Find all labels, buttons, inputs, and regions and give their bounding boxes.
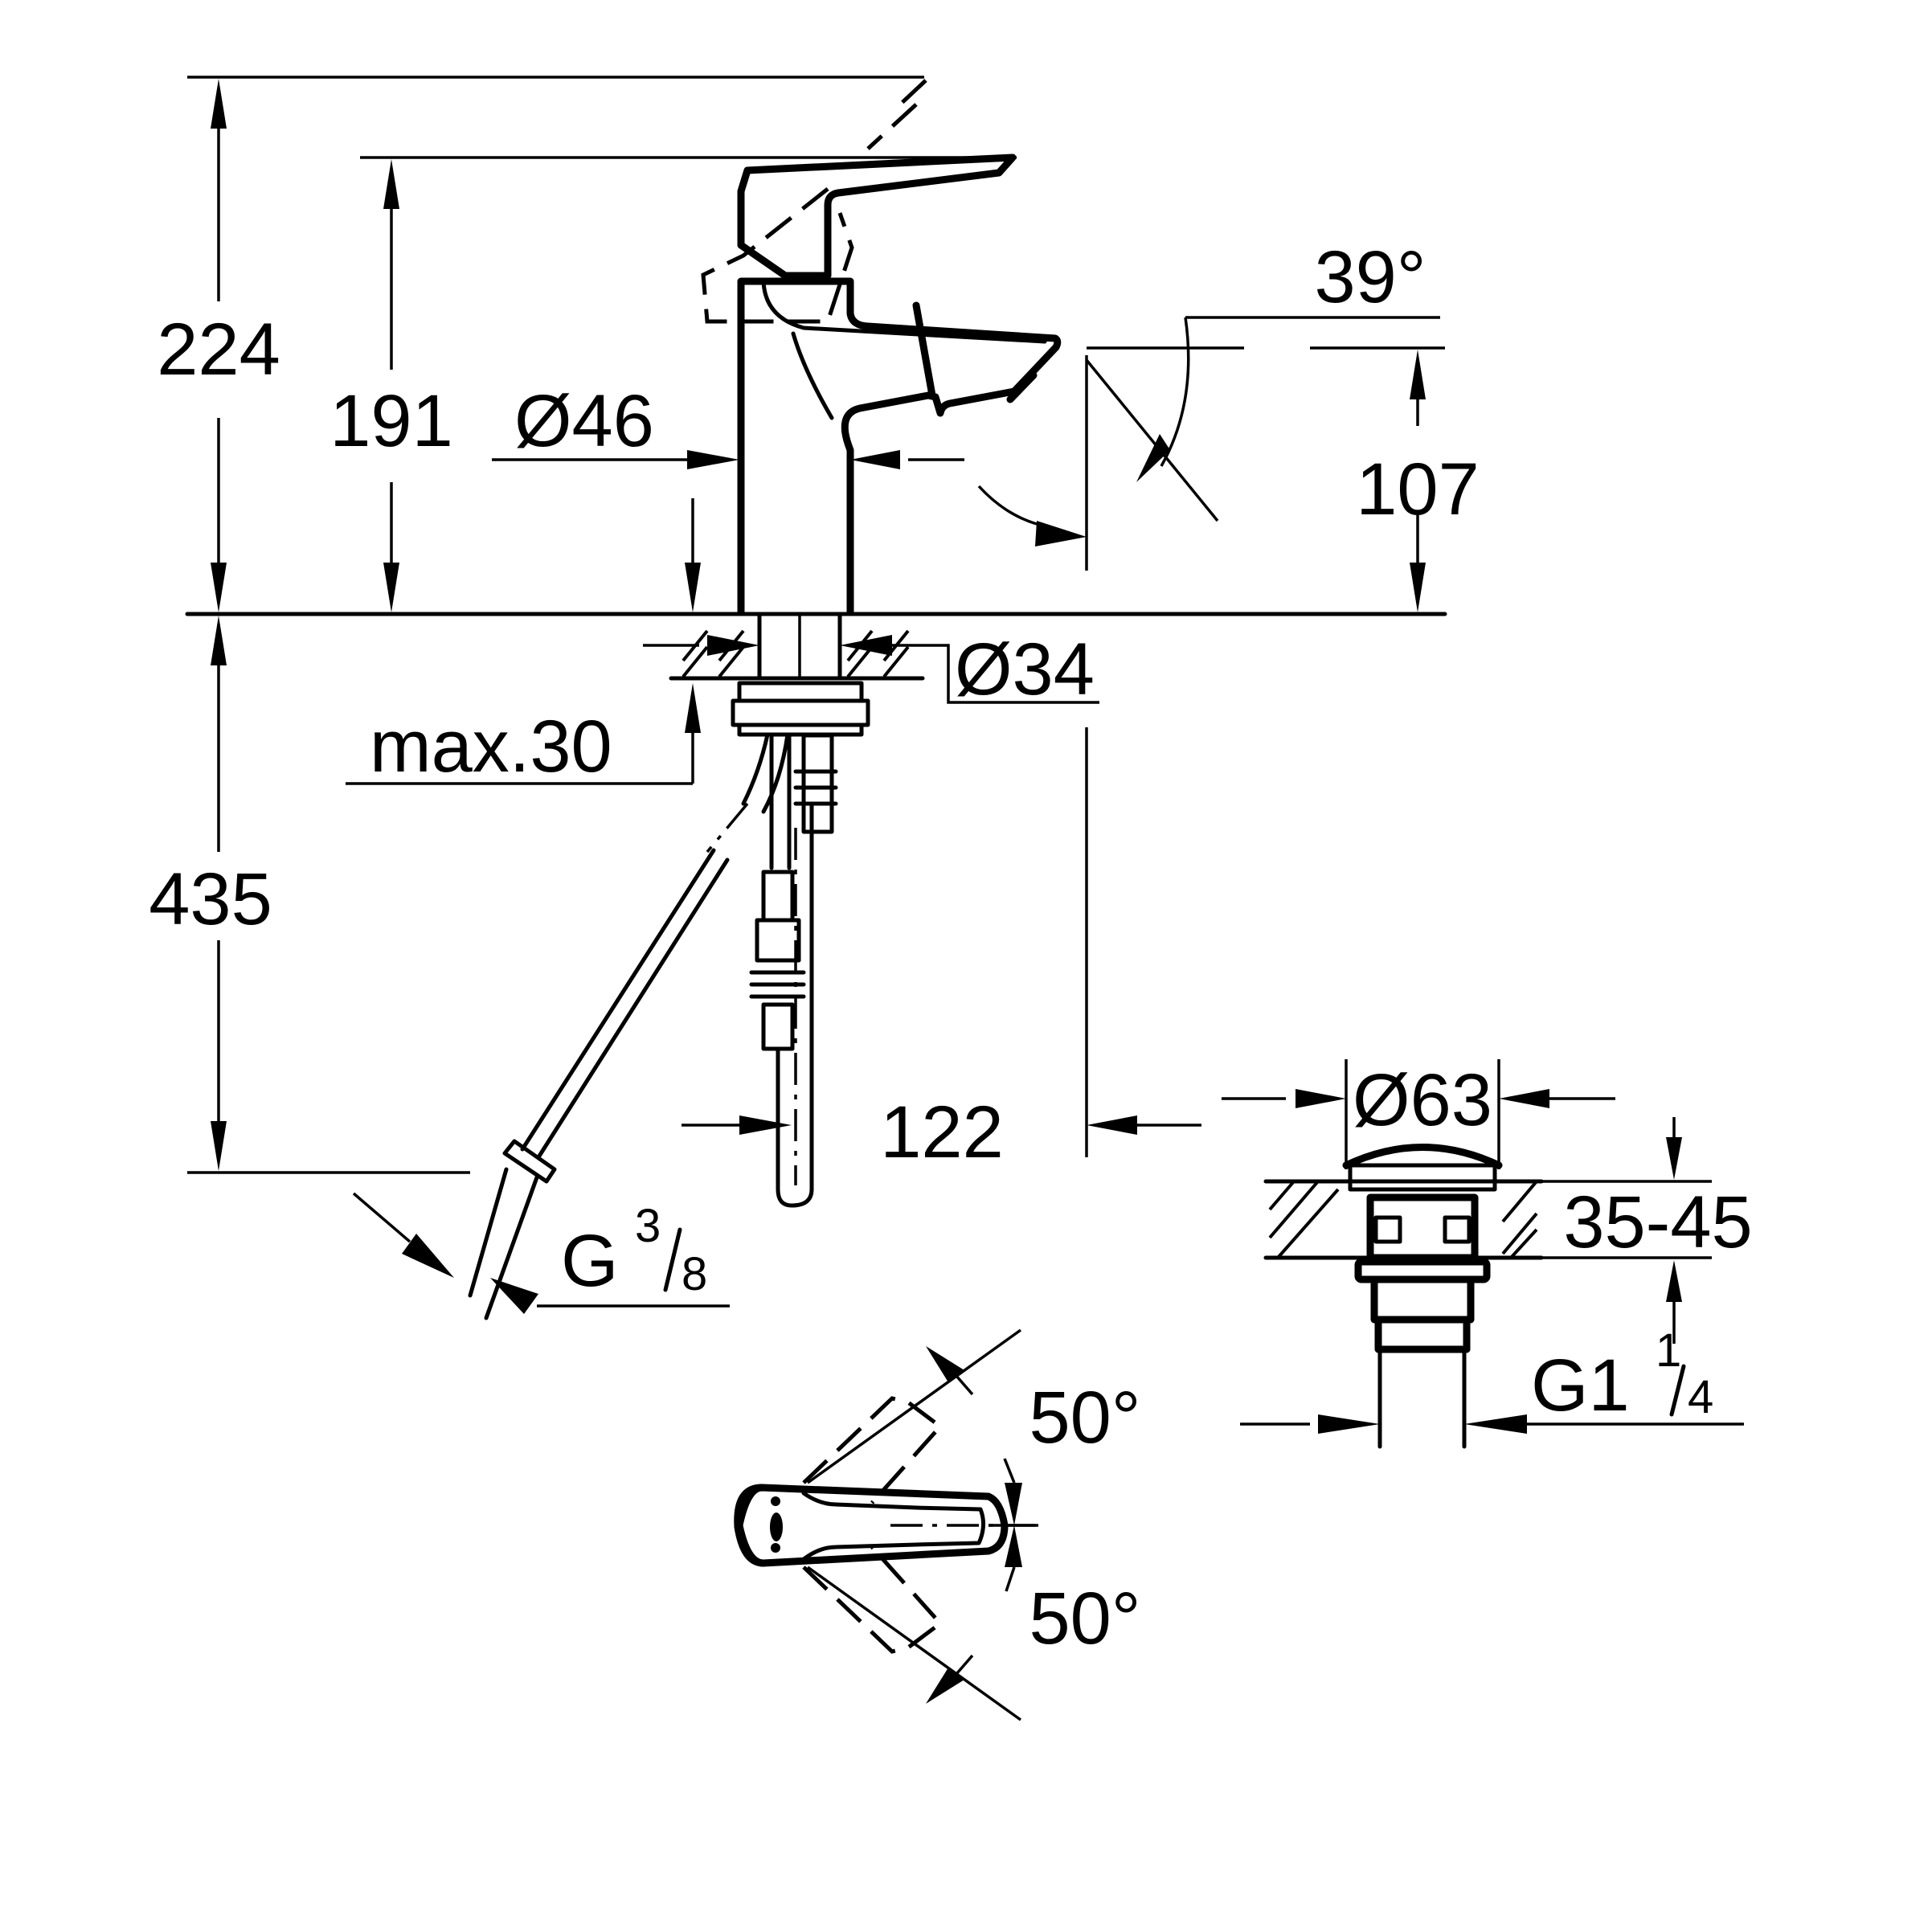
dimension-224: 224: [157, 79, 280, 612]
waste-fitting-view: Ø63 35-45: [1222, 1059, 1753, 1449]
thread-label-denominator: 4: [1688, 1371, 1713, 1423]
dimension-122: 122: [682, 727, 1201, 1173]
arrow-down-icon: [1410, 563, 1426, 612]
arrow-right-icon: [1318, 1414, 1380, 1434]
side-elevation-view: 224 191 Ø46 max.30: [149, 76, 1480, 1320]
dimension-max-30: max.30: [346, 498, 701, 788]
arrow-up-icon: [383, 159, 399, 209]
dimension-thread-g1-1-4: G1 1 4: [1240, 1324, 1744, 1434]
dimension-diameter-34: Ø34: [643, 628, 1099, 710]
thread-label-g: G: [561, 1220, 619, 1302]
thread-label-numerator: 1: [1656, 1324, 1681, 1377]
dimension-label-191: 191: [330, 380, 453, 462]
dimension-label-122: 122: [880, 1091, 1004, 1173]
dimension-label-35-45: 35-45: [1563, 1181, 1752, 1263]
mounting-assembly: [468, 681, 870, 1320]
dimension-label-diameter-34: Ø34: [955, 628, 1095, 710]
arrow-down-right-icon: [402, 1234, 454, 1278]
arrow-down-icon: [1666, 1137, 1682, 1180]
arrow-left-icon: [1087, 1115, 1137, 1135]
arrow-up-icon: [1666, 1260, 1682, 1302]
arrow-up-icon: [211, 616, 227, 665]
waste-deck-hatch: [1268, 1180, 1538, 1259]
arrow-right-icon: [1296, 1089, 1346, 1108]
dimension-label-angle-39: 39°: [1314, 236, 1426, 318]
arrow-up-icon: [1410, 350, 1426, 399]
dimension-label-diameter-46: Ø46: [514, 380, 654, 462]
arrow-down-icon: [211, 1121, 227, 1171]
arrow-left-icon: [1464, 1414, 1527, 1434]
thread-label-numerator: 3: [635, 1200, 661, 1252]
thread-label-denominator: 8: [682, 1248, 707, 1300]
dimension-angle-39: 39°: [977, 236, 1445, 571]
dimension-label-diameter-63: Ø63: [1353, 1059, 1492, 1141]
arrow-right-icon: [707, 635, 759, 656]
dimension-435: 435: [149, 616, 272, 1171]
arrow-up-right-icon: [926, 1346, 964, 1382]
arrow-down-icon: [685, 563, 701, 612]
dimension-label-angle-50-right: 50°: [1029, 1578, 1140, 1660]
mixer-body: [701, 79, 1062, 616]
dimension-107: 107: [1356, 350, 1480, 612]
dimension-label-224: 224: [157, 309, 280, 391]
arrow-right-icon: [1035, 521, 1087, 546]
lever-marker-icon: [770, 1512, 783, 1541]
arrow-down-icon: [383, 563, 399, 612]
dimension-label-angle-50-left: 50°: [1029, 1377, 1140, 1459]
dimension-191: 191: [330, 159, 453, 612]
arrow-down-left-icon: [1136, 434, 1170, 482]
dimension-thread-g-3-8: G 3 8: [352, 1192, 730, 1314]
dimension-35-45: 35-45: [1563, 1117, 1753, 1344]
arrow-up-icon: [211, 79, 227, 129]
thread-label-g1: G1: [1531, 1345, 1630, 1426]
arrow-right-icon: [687, 450, 739, 469]
arrow-left-icon: [1499, 1089, 1549, 1108]
arrow-up-icon: [685, 683, 701, 733]
dimension-label-435: 435: [149, 858, 272, 940]
arrow-left-icon: [840, 635, 892, 656]
top-view: 50° 50°: [734, 1328, 1141, 1721]
dimension-label-107: 107: [1356, 448, 1480, 530]
arrow-up-left-icon: [490, 1278, 538, 1314]
arrow-down-right-icon: [926, 1668, 964, 1704]
dimension-diameter-46: Ø46: [492, 380, 964, 469]
dimension-label-max-30: max.30: [370, 706, 612, 788]
arrow-right-icon: [739, 1115, 792, 1135]
arrow-left-icon: [850, 450, 900, 469]
arrow-down-icon: [211, 563, 227, 612]
arrow-down-icon: [1005, 1483, 1022, 1525]
arrow-up-icon: [1005, 1525, 1022, 1567]
